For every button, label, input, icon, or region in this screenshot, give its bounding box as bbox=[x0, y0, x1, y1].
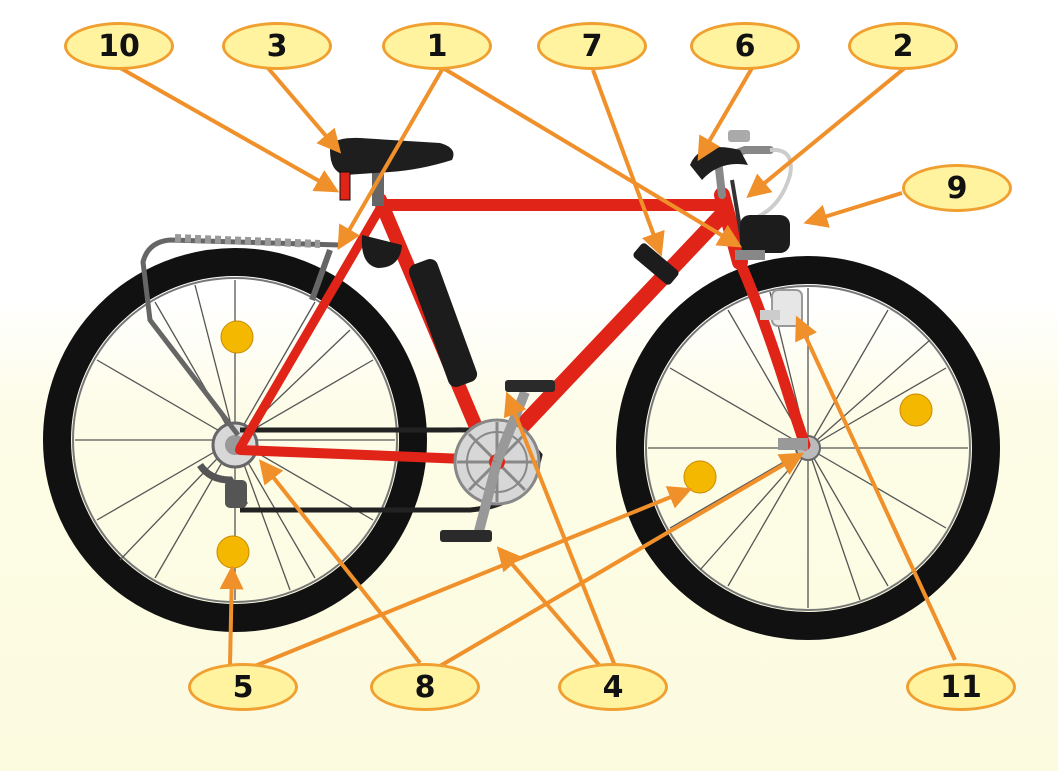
pedal-upper bbox=[505, 380, 555, 392]
callout-2: 2 bbox=[848, 22, 958, 70]
rear-derailleur bbox=[200, 465, 247, 508]
callout-11: 11 bbox=[906, 663, 1016, 711]
front-hub-nut bbox=[778, 438, 808, 450]
saddle-assembly bbox=[330, 138, 454, 206]
front-reflector-left bbox=[684, 461, 716, 493]
headlight bbox=[735, 215, 790, 260]
callout-6: 6 bbox=[690, 22, 800, 70]
callout-3: 3 bbox=[222, 22, 332, 70]
callout-10: 10 bbox=[64, 22, 174, 70]
pointer-arrows bbox=[115, 62, 955, 666]
rear-reflector-top bbox=[221, 321, 253, 353]
front-reflector-right bbox=[900, 394, 932, 426]
callout-4: 4 bbox=[558, 663, 668, 711]
callout-1: 1 bbox=[382, 22, 492, 70]
seat-clamp bbox=[340, 172, 350, 200]
callout-8: 8 bbox=[370, 663, 480, 711]
callout-9: 9 bbox=[902, 164, 1012, 212]
rear-reflector-bottom bbox=[217, 536, 249, 568]
callout-7: 7 bbox=[537, 22, 647, 70]
pedal-lower bbox=[440, 530, 492, 542]
pump bbox=[407, 257, 480, 389]
rear-wheel bbox=[57, 262, 413, 618]
callout-5: 5 bbox=[188, 663, 298, 711]
